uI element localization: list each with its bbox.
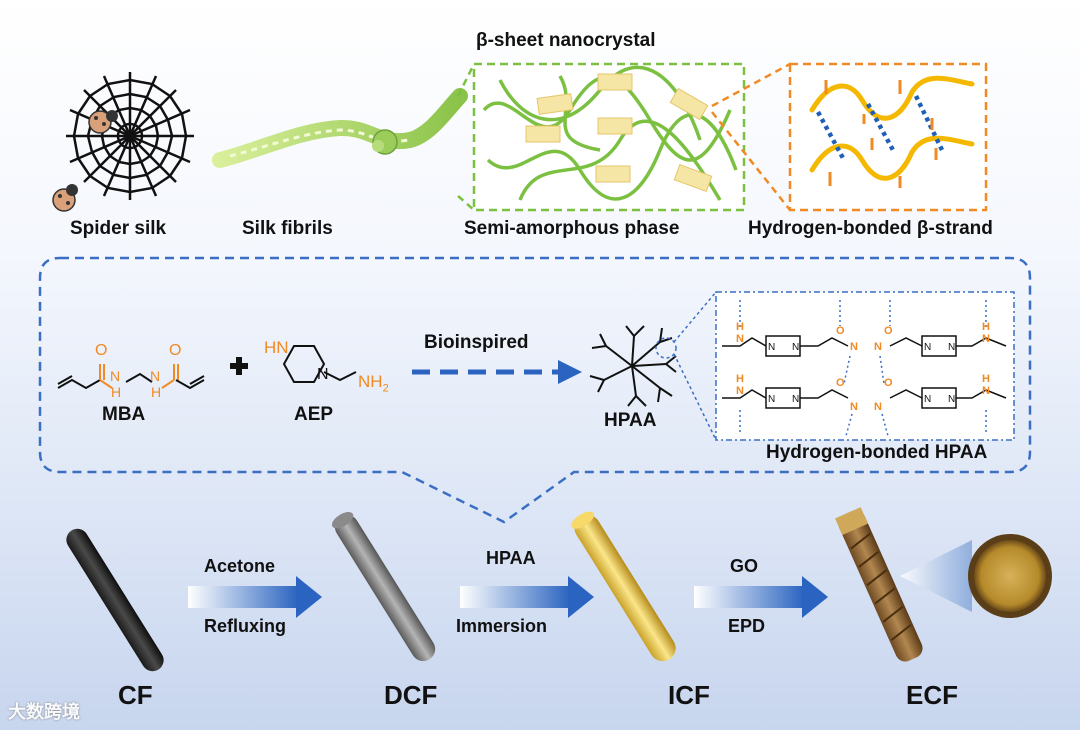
plus-icon [230,357,248,375]
step2-top-label: HPAA [486,548,536,568]
mba-label: MBA [102,404,146,425]
beta-strands [809,75,975,181]
ladybug-icon [88,110,118,134]
dcf-rod [331,512,436,662]
aep-atom-hn: HN [264,338,289,357]
svg-text:O: O [836,325,845,337]
ecf-rod [835,507,923,662]
semi-amorphous-label: Semi-amorphous phase [464,218,680,239]
mba-atom-h: H [111,384,122,400]
cf-rod [66,528,164,672]
watermark: 大数跨境 [8,702,80,722]
icf-label: ICF [668,680,710,710]
aep-structure [282,345,357,383]
spider-silk-label: Spider silk [70,218,167,239]
svg-text:H: H [982,373,990,385]
hpaa-dendrimer-icon [589,325,677,407]
step1-top-label: Acetone [204,556,276,576]
svg-text:H: H [736,321,744,333]
cf-label: CF [118,680,153,710]
beta-sheet-label: β-sheet nanocrystal [476,30,656,51]
svg-text:N: N [874,341,882,353]
step3-bottom-label: EPD [728,616,766,636]
beta-sheet-nanocrystals [525,73,713,192]
svg-text:N: N [948,394,955,405]
mba-structure [57,364,205,390]
mba-atom-h: H [151,384,162,400]
svg-text:N: N [736,385,744,397]
process-arrow-3 [694,576,828,618]
svg-text:O: O [836,377,845,389]
svg-text:N: N [924,394,931,405]
svg-text:N: N [768,394,775,405]
hpaa-network [722,335,1007,409]
magnify-cone [900,540,972,612]
dcf-label: DCF [384,680,438,710]
side-groups [824,80,938,188]
svg-text:N: N [850,401,858,413]
spider-web-icon [66,72,194,200]
svg-text:N: N [792,394,799,405]
connector-line [673,291,717,343]
mba-atom-o: O [95,342,108,359]
h-bonded-strand-label: Hydrogen-bonded β-strand [748,218,993,239]
mba-atom-n: N [110,368,121,384]
step2-bottom-label: Immersion [456,616,548,636]
beta-strand-box [788,62,988,212]
connector-line [457,195,475,211]
connector-line [711,111,791,211]
ecf-cross-section-icon [968,534,1052,618]
svg-text:O: O [884,377,893,389]
ladybug-icon [52,184,78,212]
bioinspired-label: Bioinspired [424,332,529,353]
svg-text:N: N [736,333,744,345]
hpaa-network-box [715,291,1015,441]
connector-line [456,63,476,97]
hpaa-h-bonds [739,300,987,437]
svg-text:H: H [736,373,744,385]
process-arrow-1 [188,576,322,618]
aep-label: AEP [294,404,334,425]
h-bonded-hpaa-label: Hydrogen-bonded HPAA [766,442,988,463]
mba-atom-o: O [169,342,182,359]
aep-atom-n: N [317,366,329,383]
bioinspired-arrow [412,360,582,384]
svg-text:N: N [874,401,882,413]
svg-text:O: O [884,325,893,337]
svg-text:N: N [982,385,990,397]
svg-text:N: N [768,342,775,353]
aep-atom-nh2: NH2 [358,372,389,395]
svg-text:N: N [924,342,931,353]
step3-top-label: GO [730,556,759,576]
hpaa-panel [38,256,1032,524]
silk-fibrils-label: Silk fibrils [242,218,333,239]
hpaa-ring-n: N N N N N N N N [768,342,955,405]
step1-bottom-label: Refluxing [204,616,287,636]
svg-text:N: N [982,333,990,345]
mba-atom-n: N [150,368,161,384]
process-arrow-2 [460,576,594,618]
hpaa-label: HPAA [604,410,657,431]
zoom-circle [655,337,677,359]
connector-line [711,62,791,108]
svg-text:N: N [948,342,955,353]
silk-fibril-icon [212,88,468,168]
svg-text:N: N [792,342,799,353]
ecf-label: ECF [906,680,958,710]
icf-rod [571,511,676,662]
connector-line [673,353,717,441]
svg-text:H: H [982,321,990,333]
h-bond-dashes [816,95,945,162]
svg-text:N: N [850,341,858,353]
